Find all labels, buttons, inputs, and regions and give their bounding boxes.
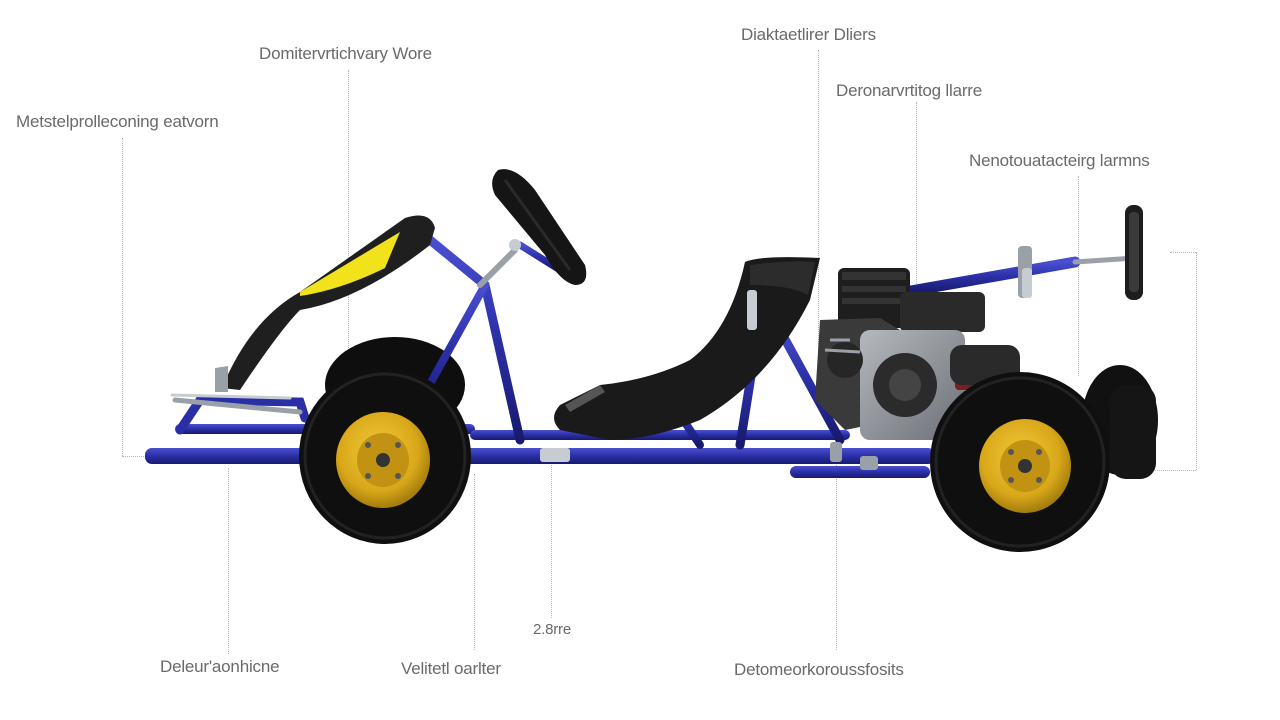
leader-line-bottom-right: [836, 452, 837, 650]
leader-line-far-right: [1078, 176, 1079, 376]
leader-line-top-left: [122, 138, 123, 456]
front-steering-handle: [1125, 205, 1143, 300]
callout-bottom-right: Detomeorkoroussfosits: [734, 660, 904, 679]
callout-bottom-center-small: 2.8rre: [533, 621, 571, 638]
callout-bottom-center-left: Velitetl oarlter: [401, 659, 501, 678]
rear-near-wheel: [299, 368, 471, 544]
callout-bottom-left: Deleur'aonhicne: [160, 657, 280, 676]
steering-wheel: [492, 169, 587, 285]
leader-line-bottom-center-left: [474, 474, 475, 650]
leader-line-top-left-foot: [122, 456, 144, 457]
leader-line-mid-right: [916, 102, 917, 322]
leader-line-top-center-left: [348, 70, 349, 350]
leader-line-right-bracket: [1196, 252, 1197, 470]
leader-line-right-bracket-top: [1170, 252, 1196, 253]
rail-hardware: [540, 442, 878, 470]
leader-line-bottom-left: [228, 468, 229, 654]
leader-line-top-center-right: [818, 50, 819, 350]
rear-body-panel: [215, 215, 435, 392]
leader-line-bottom-center-small: [551, 450, 552, 618]
engine: [815, 268, 1020, 440]
callout-mid-right: Deronarvrtitog llarre: [836, 81, 983, 100]
bucket-seat: [554, 257, 820, 440]
front-near-wheel: [930, 372, 1110, 552]
callout-top-left: Metstelprolleconing eatvorn: [16, 112, 219, 131]
callout-far-right: Nenotouatacteirg larmns: [969, 151, 1150, 170]
leader-line-right-bracket-bottom: [1150, 470, 1196, 471]
callout-top-center-left: Domitervrtichvary Wore: [259, 44, 432, 63]
callout-top-center-right: Diaktaetlirer Dliers: [741, 25, 876, 44]
